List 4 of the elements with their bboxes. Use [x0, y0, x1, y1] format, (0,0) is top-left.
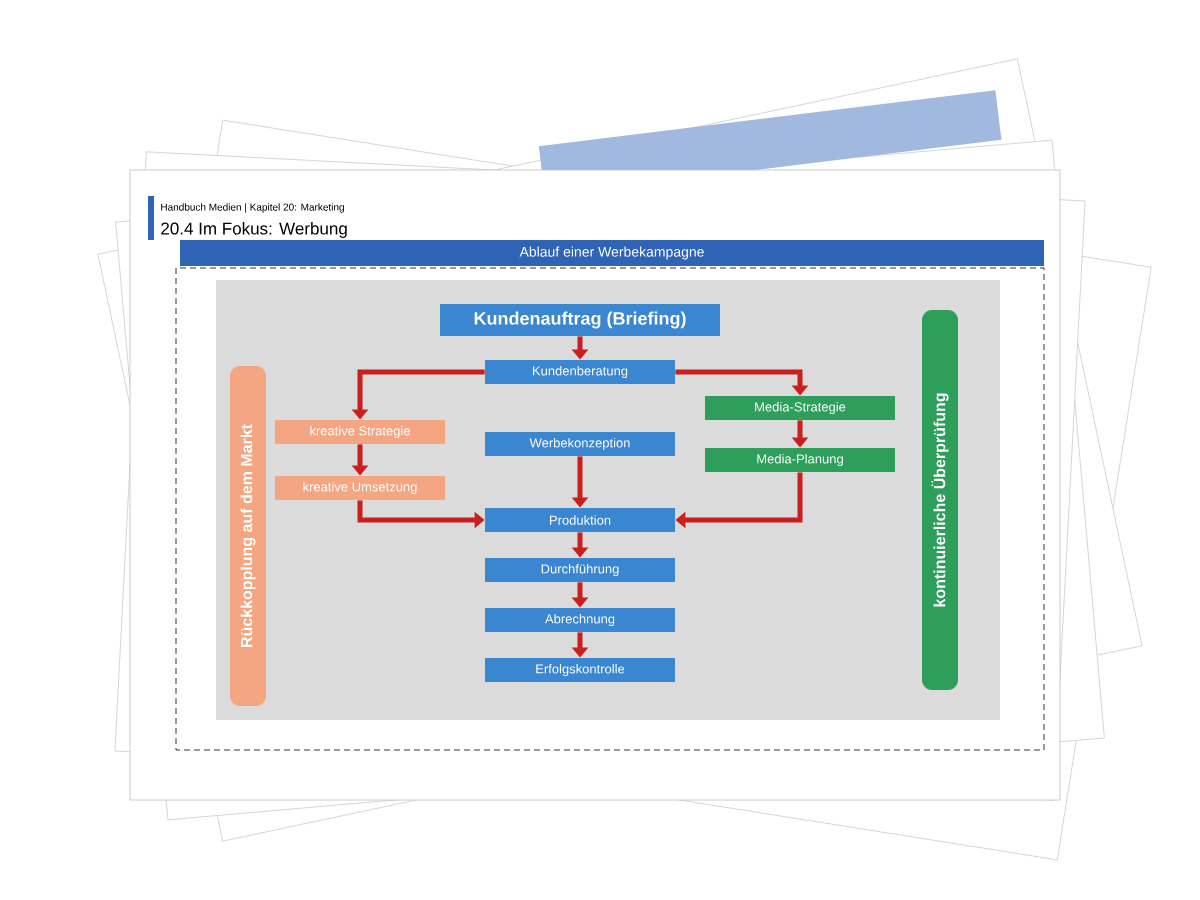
process-box: Kundenauftrag (Briefing) — [440, 304, 720, 336]
side-band: Rückkopplung auf dem Markt — [230, 366, 266, 706]
side-band: kontinuierliche Überprüfung — [922, 310, 958, 690]
section-heading: 20.4 Im Fokus: Werbung — [161, 222, 347, 238]
